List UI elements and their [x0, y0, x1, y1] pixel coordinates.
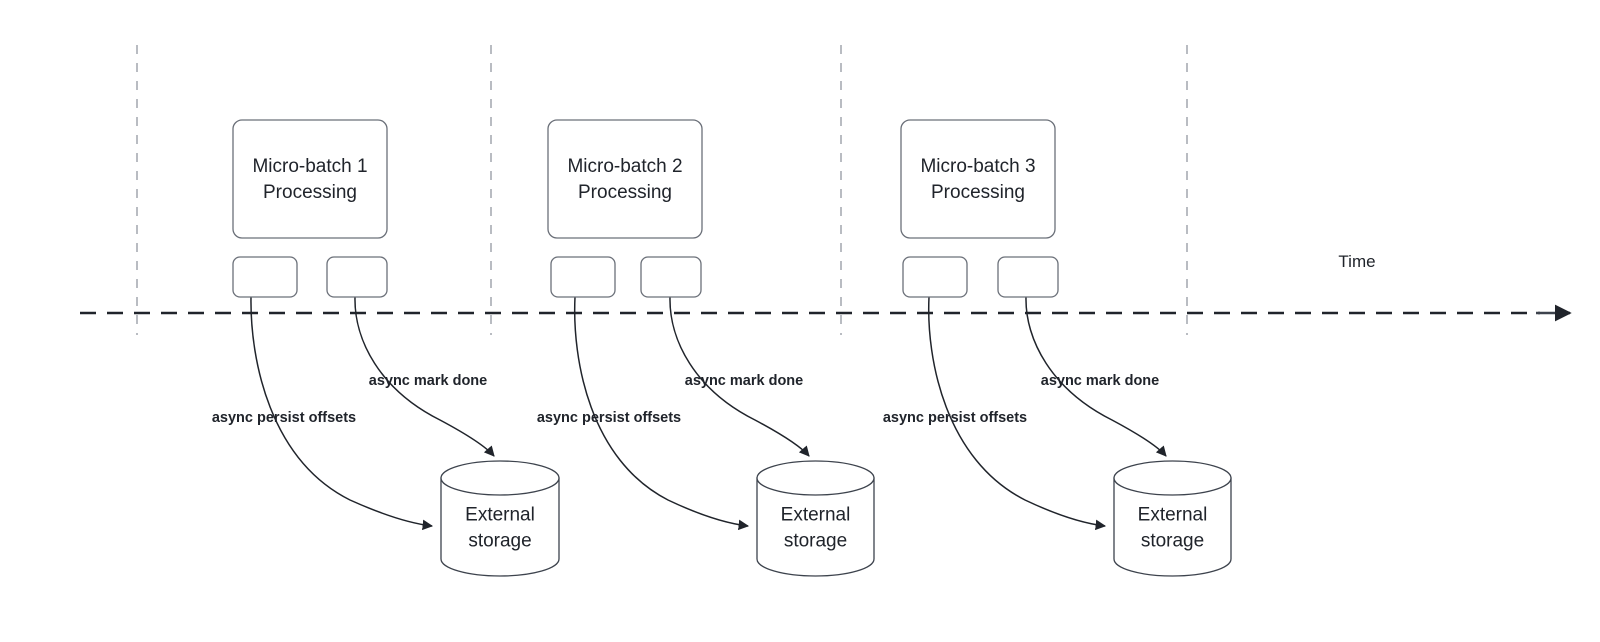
task-box-3a[interactable]	[902, 256, 968, 298]
markdone-flow-3	[1025, 296, 1167, 457]
external-storage-label-line1-2: External	[781, 505, 851, 526]
batch-boundary-lines	[136, 45, 1188, 335]
markdone-flow-1	[354, 296, 495, 457]
persist-flow-3	[927, 296, 1107, 531]
time-axis-label: Time	[1338, 252, 1375, 271]
micro-batch-label-line2-3: Processing	[931, 182, 1025, 203]
micro-batch-label-line1-3: Micro-batch 3	[920, 156, 1035, 177]
task-box-1b[interactable]	[326, 256, 388, 298]
markdone-flow-2	[669, 296, 810, 457]
task-box-2a[interactable]	[550, 256, 616, 298]
async-persist-offsets-label-1: async persist offsets	[212, 410, 356, 426]
external-storage-cylinder-top-2	[756, 460, 875, 496]
external-storage-label-line2-2: storage	[784, 531, 847, 552]
micro-batch-label-line1-1: Micro-batch 1	[252, 156, 367, 177]
external-storage-cylinder-top-3	[1113, 460, 1232, 496]
timeline-axis: Time	[80, 252, 1572, 322]
async-mark-done-label-1: async mark done	[369, 373, 487, 389]
async-persist-offsets-label-2: async persist offsets	[537, 410, 681, 426]
persist-flow-2	[573, 296, 750, 531]
micro-batch-label-line2-1: Processing	[263, 182, 357, 203]
external-storage-cylinder-body-1[interactable]	[440, 477, 560, 577]
external-storage-label-line2-3: storage	[1141, 531, 1204, 552]
task-box-3b[interactable]	[997, 256, 1059, 298]
task-box-2b[interactable]	[640, 256, 702, 298]
external-storage-label-line1-3: External	[1138, 505, 1208, 526]
external-storage-label-line2-1: storage	[468, 531, 531, 552]
micro-batch-label-line1-2: Micro-batch 2	[567, 156, 682, 177]
micro-batch-box-1[interactable]	[232, 119, 388, 239]
external-storage-cylinder-body-2[interactable]	[756, 477, 875, 577]
micro-batch-label-line2-2: Processing	[578, 182, 672, 203]
async-mark-done-label-3: async mark done	[1041, 373, 1159, 389]
async-persist-offsets-label-3: async persist offsets	[883, 410, 1027, 426]
external-storage-cylinder-top-1	[440, 460, 560, 496]
external-storage-cylinder-body-3[interactable]	[1113, 477, 1232, 577]
micro-batch-box-2[interactable]	[547, 119, 703, 239]
micro-batch-box-3[interactable]	[900, 119, 1056, 239]
external-storage-label-line1-1: External	[465, 505, 535, 526]
persist-flow-1	[250, 296, 434, 531]
task-box-1a[interactable]	[232, 256, 298, 298]
async-flow-arrows	[250, 296, 1167, 531]
async-mark-done-label-2: async mark done	[685, 373, 803, 389]
